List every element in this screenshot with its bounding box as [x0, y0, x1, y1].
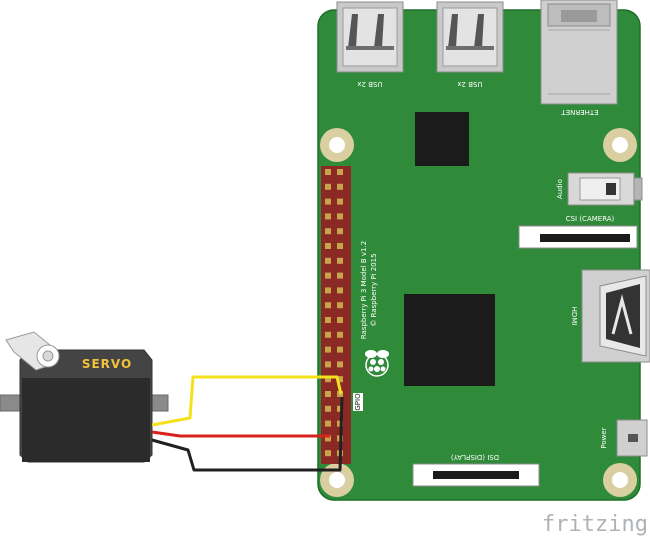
- gpio-pin: [325, 272, 331, 279]
- gpio-pin: [337, 198, 343, 205]
- usb-port-1: [336, 1, 404, 73]
- gpio-pin: [337, 213, 343, 220]
- usb-port-2: [436, 1, 504, 73]
- gpio-pin: [325, 198, 331, 205]
- gpio-pin: [337, 257, 343, 264]
- gpio-pin: [325, 450, 331, 457]
- wires: [151, 375, 344, 472]
- board-copyright-text: © Raspberry Pi 2015: [370, 253, 378, 326]
- csi-connector: [518, 225, 638, 249]
- hdmi-port: [581, 269, 650, 363]
- servo-lower: [22, 378, 150, 462]
- power-port: [616, 419, 648, 457]
- gpio-pin: [337, 302, 343, 309]
- gpio-pin: [325, 228, 331, 235]
- usb-label-1: USB 2x: [357, 80, 382, 88]
- hdmi-label: HDMI: [570, 307, 578, 326]
- gpio-header: [321, 166, 351, 464]
- gpio-pin: [325, 257, 331, 264]
- gpio-pin: [325, 243, 331, 249]
- gpio-pin: [325, 317, 331, 323]
- gpio-pin: [337, 317, 343, 323]
- gpio-pin: [337, 331, 343, 338]
- gpio-pin: [325, 302, 331, 309]
- gpio-pin: [337, 361, 343, 368]
- audio-jack: [567, 172, 643, 206]
- ethernet-port: [540, 0, 618, 105]
- gpio-pin: [337, 272, 343, 279]
- gpio-pin: [325, 183, 331, 190]
- board-model-text: Raspberry Pi 3 Model B v1.2: [360, 241, 368, 339]
- gpio-pin: [337, 228, 343, 235]
- gpio-pin: [325, 435, 331, 442]
- servo-label: SERVO: [82, 357, 132, 371]
- gpio-pin: [337, 346, 343, 353]
- gpio-pin: [337, 405, 343, 412]
- gpio-pin: [325, 169, 331, 175]
- gpio-pin: [337, 376, 343, 383]
- gpio-pin: [325, 405, 331, 412]
- power-label: Power: [600, 427, 608, 448]
- raspberry-logo: [365, 350, 389, 377]
- servo-motor: SERVO: [0, 331, 169, 463]
- gpio-pin: [325, 376, 331, 383]
- gpio-pin: [325, 391, 331, 397]
- ethernet-label: ETHERNET: [561, 108, 599, 116]
- audio-label: Audio: [556, 179, 564, 199]
- wire-power-red: [151, 430, 330, 438]
- gpio-pin: [337, 243, 343, 249]
- gpio-pin: [337, 287, 343, 294]
- gpio-pin: [325, 420, 331, 427]
- gpio-pin: [325, 331, 331, 338]
- servo-horn: [5, 331, 60, 371]
- fritzing-watermark: fritzing: [542, 512, 648, 537]
- raspberry-pi-board: USB 2x USB 2x ETHERNET Audio: [317, 0, 650, 501]
- csi-label: CSI (CAMERA): [566, 215, 615, 223]
- gpio-pin: [337, 169, 343, 175]
- gpio-pin: [325, 213, 331, 220]
- dsi-connector: [412, 463, 540, 487]
- wire-ground-black: [151, 396, 344, 472]
- wire-signal-yellow: [151, 375, 343, 427]
- gpio-label-box: [353, 393, 363, 411]
- usb-label-2: USB 2x: [457, 80, 482, 88]
- dsi-label: DSI (DISPLAY): [451, 453, 500, 461]
- gpio-pin: [337, 183, 343, 190]
- gpio-pin: [325, 361, 331, 368]
- soc-chip: [404, 294, 495, 386]
- gpio-label: GPIO: [354, 393, 362, 411]
- gpio-pin: [325, 346, 331, 353]
- gpio-pin: [325, 287, 331, 294]
- ram-chip: [415, 112, 469, 166]
